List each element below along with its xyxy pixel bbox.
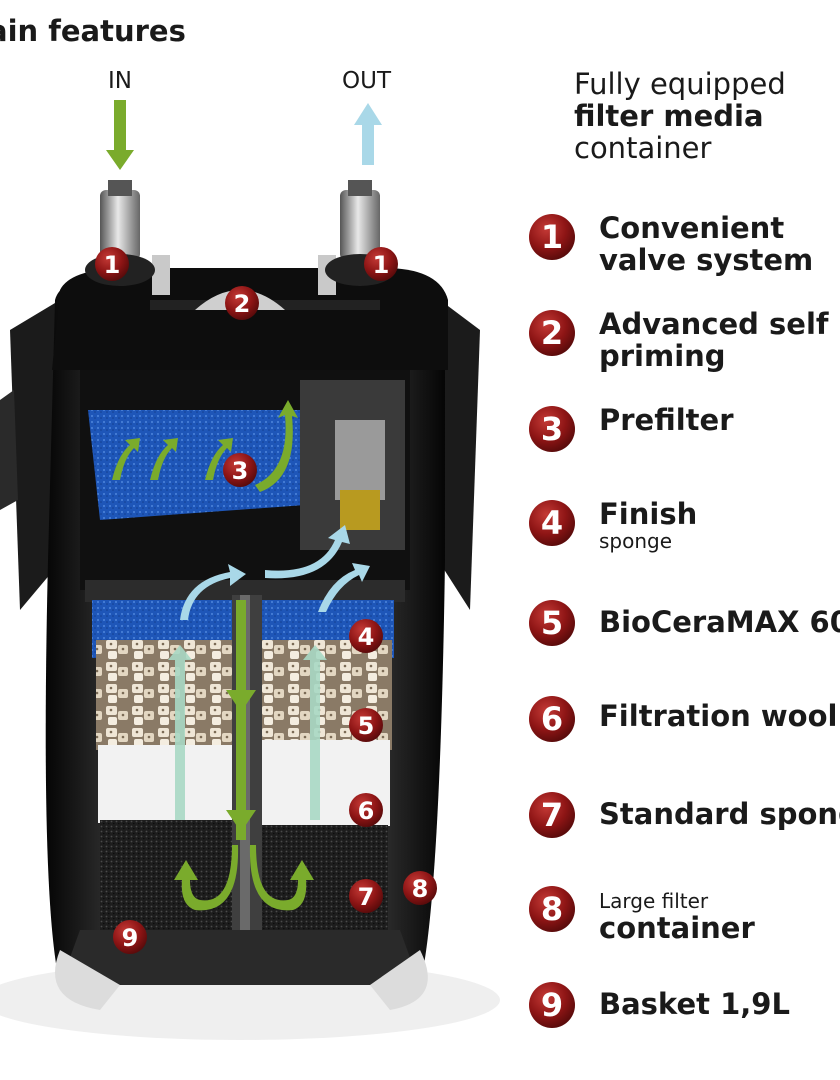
legend-item-6: 6 Filtration wool	[527, 694, 840, 754]
legend-item-9: 9 Basket 1,9L	[527, 980, 840, 1040]
legend-heading-line3: container	[574, 131, 712, 165]
legend-badge-5: 5	[529, 600, 575, 646]
in-label: IN	[108, 68, 132, 94]
legend-label-1a: Convenient	[599, 211, 785, 245]
legend-badge-9: 9	[529, 982, 575, 1028]
svg-text:9: 9	[541, 986, 563, 1024]
legend-label-8: container	[599, 911, 755, 945]
svg-text:3: 3	[232, 457, 249, 485]
legend-heading-line1: Fully equipped	[574, 67, 786, 101]
legend-label-9: Basket 1,9L	[599, 987, 790, 1021]
badge-3: 3	[223, 453, 257, 487]
page-title: ain features	[0, 14, 186, 48]
legend-badge-4: 4	[529, 500, 575, 546]
legend-badge-2: 2	[529, 310, 575, 356]
svg-text:6: 6	[358, 797, 375, 825]
svg-text:1: 1	[541, 218, 563, 256]
badge-1-left: 1	[95, 247, 129, 281]
legend-heading-line2: filter media	[574, 99, 764, 133]
svg-text:3: 3	[541, 410, 563, 448]
badge-5: 5	[349, 708, 383, 742]
legend-sublabel-4: sponge	[599, 529, 673, 553]
out-label: OUT	[342, 68, 391, 94]
svg-text:4: 4	[358, 623, 375, 651]
svg-text:6: 6	[541, 700, 563, 738]
svg-text:7: 7	[541, 796, 563, 834]
svg-text:8: 8	[541, 890, 563, 928]
legend-item-7: 7 Standard spong	[527, 790, 840, 850]
svg-text:8: 8	[412, 875, 429, 903]
svg-text:1: 1	[104, 251, 121, 279]
svg-text:2: 2	[541, 314, 563, 352]
legend-sublabel-8: Large filter	[599, 889, 709, 913]
badge-8: 8	[403, 871, 437, 905]
svg-text:9: 9	[122, 924, 139, 952]
legend-label-2b: priming	[599, 339, 726, 373]
svg-text:5: 5	[358, 712, 375, 740]
legend-label-7: Standard spong	[599, 797, 840, 831]
badge-1-right: 1	[364, 247, 398, 281]
legend-label-4: Finish	[599, 497, 698, 531]
badge-2: 2	[225, 286, 259, 320]
legend-label-2a: Advanced self	[599, 307, 829, 341]
legend-badge-8: 8	[529, 886, 575, 932]
legend-label-3: Prefilter	[599, 403, 734, 437]
legend-heading: Fully equipped filter media container	[574, 68, 786, 164]
badge-7: 7	[349, 879, 383, 913]
svg-text:2: 2	[234, 290, 251, 318]
legend-label-5: BioCeraMAX 60	[599, 605, 840, 639]
svg-text:5: 5	[541, 604, 563, 642]
svg-text:1: 1	[373, 251, 390, 279]
legend-badge-3: 3	[529, 406, 575, 452]
legend-badge-1: 1	[529, 214, 575, 260]
badge-4: 4	[349, 619, 383, 653]
legend-item-5: 5 BioCeraMAX 60	[527, 598, 840, 658]
badge-9: 9	[113, 920, 147, 954]
filter-illustration: 1 1 2 3 4 5 6 7 8 9	[0, 100, 500, 1040]
legend-label-1b: valve system	[599, 243, 814, 277]
legend-item-3: 3 Prefilter	[527, 404, 840, 464]
badge-6: 6	[349, 793, 383, 827]
legend-badge-6: 6	[529, 696, 575, 742]
legend-badge-7: 7	[529, 792, 575, 838]
svg-text:7: 7	[358, 883, 375, 911]
legend-label-6: Filtration wool	[599, 699, 838, 733]
svg-text:4: 4	[541, 504, 563, 542]
